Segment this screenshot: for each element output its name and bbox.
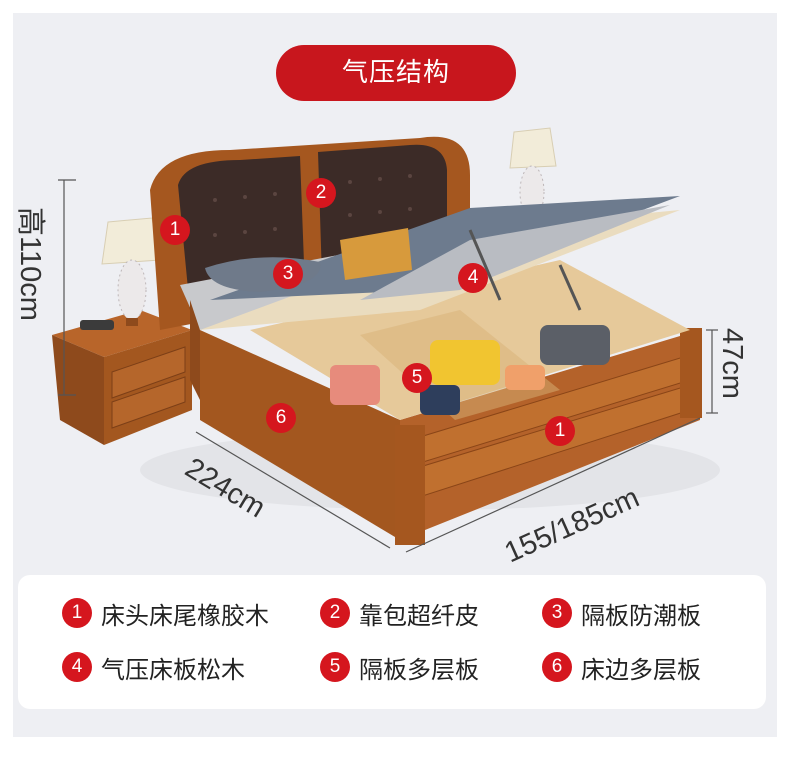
material-legend: 1 床头床尾橡胶木 2 靠包超纤皮 3 隔板防潮板 4 气压床板松木 5 隔板多… <box>18 575 766 709</box>
legend-item: 1 床头床尾橡胶木 <box>62 596 269 630</box>
legend-item: 5 隔板多层板 <box>320 650 479 684</box>
callout-badge-6: 6 <box>266 403 296 433</box>
dimension-lines <box>58 179 718 553</box>
right-lamp <box>509 127 557 219</box>
legend-label: 隔板多层板 <box>359 655 479 684</box>
legend-label: 床边多层板 <box>581 655 701 684</box>
callout-badge-1-footboard: 1 <box>545 416 575 446</box>
height-dimension-wrap: 高110cm <box>14 207 54 342</box>
legend-number-badge: 3 <box>542 598 572 628</box>
legend-item: 6 床边多层板 <box>542 650 701 684</box>
legend-number-badge: 6 <box>542 652 572 682</box>
callout-badge-5: 5 <box>402 363 432 393</box>
left-nightstand <box>52 310 192 445</box>
legend-item: 2 靠包超纤皮 <box>320 596 479 630</box>
mattress-platform <box>200 196 680 330</box>
legend-number-badge: 5 <box>320 652 350 682</box>
callout-badge-2: 2 <box>306 178 336 208</box>
legend-label: 床头床尾橡胶木 <box>101 601 269 630</box>
storage-height-dimension-label: 47cm <box>716 328 748 399</box>
legend-label: 气压床板松木 <box>101 655 245 684</box>
legend-number-badge: 4 <box>62 652 92 682</box>
legend-item: 3 隔板防潮板 <box>542 596 701 630</box>
legend-number-badge: 2 <box>320 598 350 628</box>
left-lamp <box>101 217 161 326</box>
legend-item: 4 气压床板松木 <box>62 650 245 684</box>
callout-badge-1: 1 <box>160 215 190 245</box>
bed-illustration <box>52 127 720 553</box>
legend-label: 隔板防潮板 <box>581 601 701 630</box>
section-title: 气压结构 <box>276 45 516 101</box>
legend-number-badge: 1 <box>62 598 92 628</box>
storage-compartment <box>250 260 690 420</box>
legend-label: 靠包超纤皮 <box>359 601 479 630</box>
height-dimension-label: 高110cm <box>14 207 46 321</box>
callout-badge-3: 3 <box>273 259 303 289</box>
callout-badge-4: 4 <box>458 263 488 293</box>
